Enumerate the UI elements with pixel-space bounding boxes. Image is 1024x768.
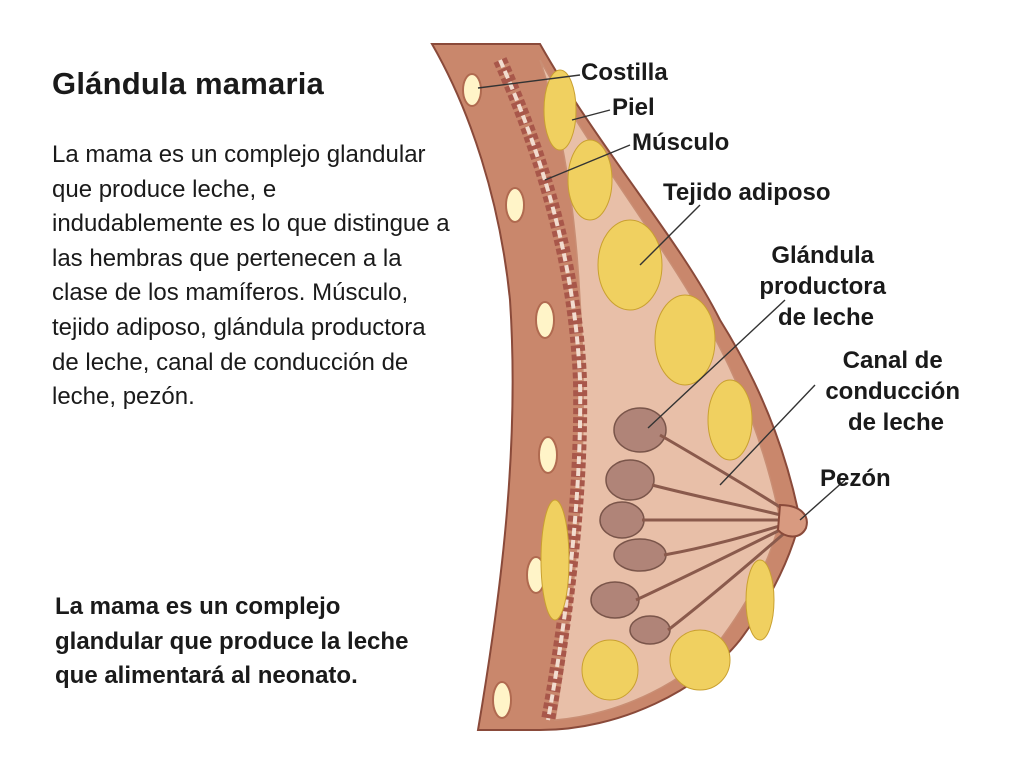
description-text: La mama es un complejo glandular que pro…: [52, 141, 450, 411]
label-costilla: Costilla: [581, 59, 668, 86]
leader-tejido: [639, 204, 701, 266]
adipose-tissue: [540, 69, 775, 701]
leader-piel: [571, 109, 611, 121]
leader-musculo: [544, 144, 631, 181]
label-pezon: Pezón: [820, 465, 891, 492]
summary-text: La mama es un complejo glandular que pro…: [55, 593, 409, 689]
label-tejido-adiposo: Tejido adiposo: [663, 179, 831, 206]
leader-costilla: [477, 74, 581, 89]
label-musculo: Músculo: [632, 129, 729, 156]
milk-glands: [590, 407, 671, 645]
label-canal: Canal de conducción de leche: [825, 347, 966, 436]
leader-canal: [719, 384, 816, 486]
leader-glandula: [647, 299, 786, 429]
ribs: [462, 73, 558, 719]
label-piel: Piel: [612, 94, 655, 121]
breast-anatomy-diagram: Costilla Piel Músculo Tejido adiposo Glá…: [430, 43, 966, 731]
nipple: [776, 503, 808, 538]
page-title: Glándula mamaria: [52, 66, 324, 101]
leader-pezon: [799, 479, 846, 521]
label-glandula: Glándula productora de leche: [759, 242, 892, 331]
